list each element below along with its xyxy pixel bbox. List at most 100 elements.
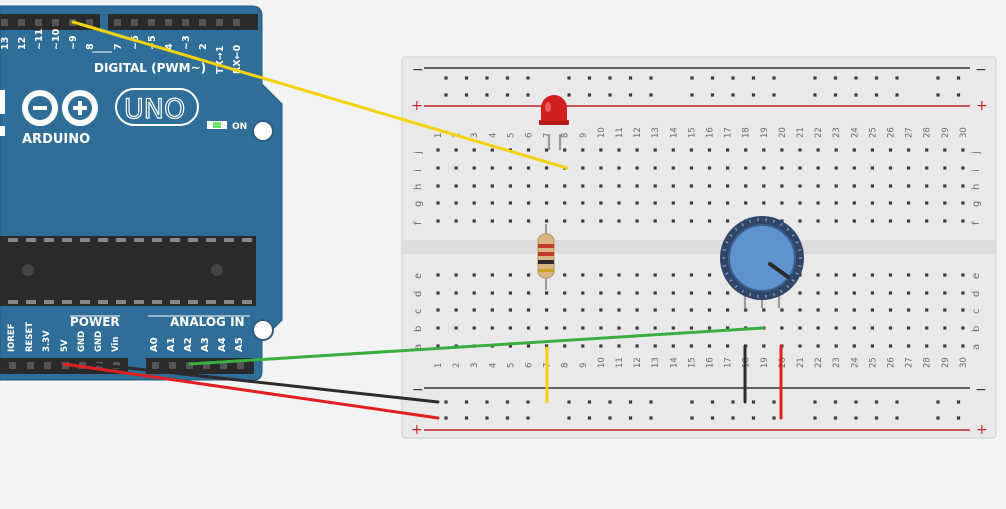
breadboard-hole[interactable] <box>870 184 874 188</box>
breadboard-hole[interactable] <box>744 308 748 312</box>
rail-hole[interactable] <box>813 93 817 97</box>
breadboard-hole[interactable] <box>707 344 712 348</box>
breadboard-hole[interactable] <box>852 201 856 205</box>
rail-hole[interactable] <box>587 93 592 97</box>
header-pin[interactable] <box>186 362 193 369</box>
breadboard-hole[interactable] <box>617 326 621 330</box>
breadboard-hole[interactable] <box>888 308 893 312</box>
header-pin[interactable] <box>152 362 159 369</box>
breadboard-hole[interactable] <box>961 344 965 348</box>
breadboard-hole[interactable] <box>961 308 965 312</box>
breadboard-hole[interactable] <box>925 148 929 152</box>
breadboard-hole[interactable] <box>508 184 512 188</box>
rail-hole[interactable] <box>772 400 776 404</box>
breadboard-hole[interactable] <box>707 148 712 152</box>
wire-yellow-pin9[interactable] <box>71 20 569 170</box>
breadboard-hole[interactable] <box>888 148 893 152</box>
breadboard-hole[interactable] <box>581 308 585 312</box>
breadboard-hole[interactable] <box>798 219 802 223</box>
breadboard-hole[interactable] <box>888 344 893 348</box>
breadboard-hole[interactable] <box>780 148 784 152</box>
rail-hole[interactable] <box>690 416 694 420</box>
breadboard-hole[interactable] <box>925 291 929 295</box>
breadboard-hole[interactable] <box>834 184 838 188</box>
breadboard-hole[interactable] <box>436 201 440 205</box>
rail-hole[interactable] <box>833 76 838 80</box>
breadboard-hole[interactable] <box>888 273 893 277</box>
rail-hole[interactable] <box>567 76 571 80</box>
breadboard-hole[interactable] <box>563 219 567 223</box>
breadboard-hole[interactable] <box>671 273 675 277</box>
breadboard-hole[interactable] <box>472 166 476 170</box>
wire-red-5v[interactable] <box>62 362 440 420</box>
breadboard-hole[interactable] <box>689 344 693 348</box>
rail-hole[interactable] <box>628 416 633 420</box>
breadboard-hole[interactable] <box>834 219 838 223</box>
rail-hole[interactable] <box>690 93 694 97</box>
rail-hole[interactable] <box>608 76 612 80</box>
rail-hole[interactable] <box>444 416 448 420</box>
breadboard-hole[interactable] <box>870 166 874 170</box>
rail-hole[interactable] <box>772 416 776 420</box>
breadboard-hole[interactable] <box>762 166 766 170</box>
breadboard-hole[interactable] <box>436 326 440 330</box>
breadboard-hole[interactable] <box>617 308 621 312</box>
breadboard-hole[interactable] <box>816 166 820 170</box>
breadboard-hole[interactable] <box>545 184 549 188</box>
rail-hole[interactable] <box>751 93 756 97</box>
breadboard-hole[interactable] <box>454 184 458 188</box>
rail-hole[interactable] <box>485 416 489 420</box>
breadboard-hole[interactable] <box>707 308 712 312</box>
rail-hole[interactable] <box>485 76 489 80</box>
breadboard-hole[interactable] <box>545 291 549 295</box>
breadboard-hole[interactable] <box>508 326 512 330</box>
breadboard-hole[interactable] <box>472 326 476 330</box>
breadboard-hole[interactable] <box>943 148 947 152</box>
breadboard-hole[interactable] <box>671 184 675 188</box>
breadboard-hole[interactable] <box>780 219 784 223</box>
breadboard-hole[interactable] <box>653 184 657 188</box>
header-pin[interactable] <box>131 19 138 26</box>
breadboard-hole[interactable] <box>943 219 947 223</box>
breadboard-hole[interactable] <box>961 201 965 205</box>
breadboard-hole[interactable] <box>707 201 712 205</box>
rail-hole[interactable] <box>772 93 776 97</box>
breadboard-hole[interactable] <box>671 326 675 330</box>
breadboard-hole[interactable] <box>526 148 531 152</box>
breadboard-hole[interactable] <box>472 291 476 295</box>
breadboard-hole[interactable] <box>870 273 874 277</box>
breadboard-hole[interactable] <box>870 326 874 330</box>
rail-hole[interactable] <box>464 400 469 404</box>
rail-hole[interactable] <box>628 93 633 97</box>
breadboard-hole[interactable] <box>436 273 440 277</box>
breadboard-hole[interactable] <box>852 344 856 348</box>
breadboard-hole[interactable] <box>508 308 512 312</box>
breadboard-hole[interactable] <box>545 308 549 312</box>
breadboard-hole[interactable] <box>526 344 531 348</box>
breadboard-hole[interactable] <box>545 166 549 170</box>
breadboard-hole[interactable] <box>526 308 531 312</box>
breadboard-hole[interactable] <box>436 308 440 312</box>
breadboard-hole[interactable] <box>653 166 657 170</box>
header-pin[interactable] <box>233 19 240 26</box>
breadboard-hole[interactable] <box>653 219 657 223</box>
breadboard-hole[interactable] <box>508 273 512 277</box>
header-pin[interactable] <box>52 19 59 26</box>
breadboard-hole[interactable] <box>798 148 802 152</box>
breadboard-hole[interactable] <box>925 273 929 277</box>
breadboard-hole[interactable] <box>490 148 494 152</box>
breadboard-hole[interactable] <box>653 308 657 312</box>
breadboard-hole[interactable] <box>961 219 965 223</box>
breadboard-hole[interactable] <box>888 291 893 295</box>
rail-hole[interactable] <box>567 416 571 420</box>
breadboard-hole[interactable] <box>472 148 476 152</box>
breadboard-hole[interactable] <box>907 308 911 312</box>
rail-hole[interactable] <box>731 400 735 404</box>
header-pin[interactable] <box>9 362 16 369</box>
breadboard-hole[interactable] <box>635 273 639 277</box>
breadboard-hole[interactable] <box>689 326 693 330</box>
rail-hole[interactable] <box>608 400 612 404</box>
breadboard-hole[interactable] <box>599 184 603 188</box>
breadboard-hole[interactable] <box>834 273 838 277</box>
